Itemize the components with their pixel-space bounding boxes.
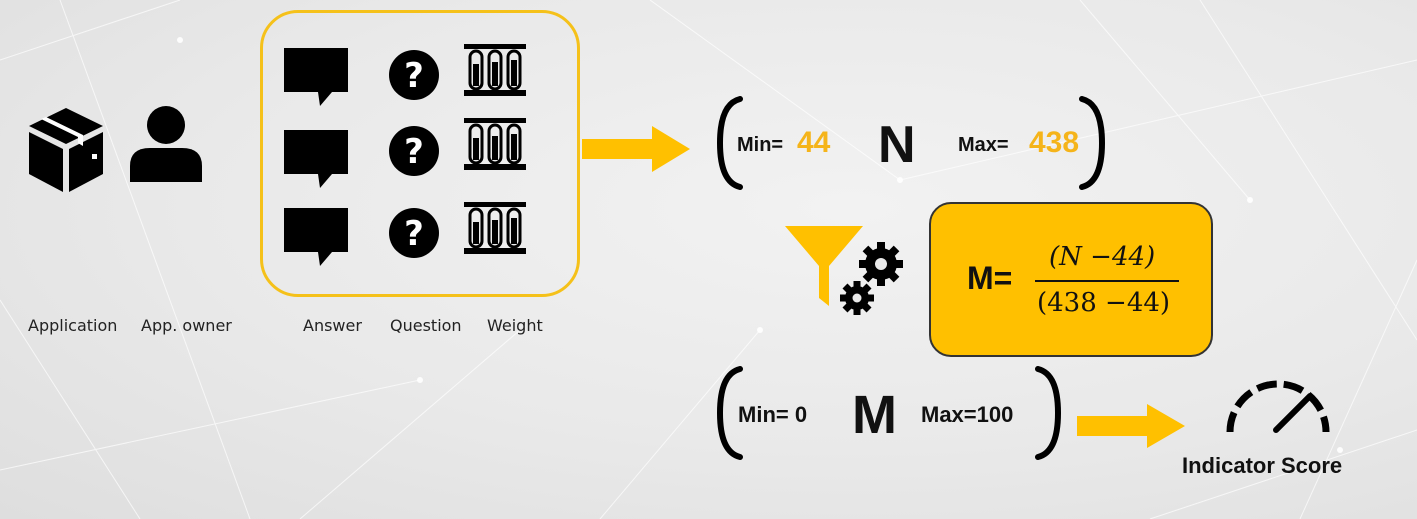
test-tubes-icon [464, 118, 526, 170]
application-label: Application [28, 316, 118, 335]
scaled-variable-m: M [852, 385, 897, 445]
formula-lhs: M= [967, 260, 1013, 296]
raw-max-label: Max= [958, 134, 1009, 156]
svg-text:?: ? [404, 214, 424, 254]
test-tubes-icon [464, 202, 526, 254]
scaled-max-label: Max=100 [921, 402, 1014, 427]
user-icon [130, 106, 202, 182]
question-label: Question [390, 316, 462, 335]
question-circle-icon: ? [389, 50, 439, 100]
test-tubes-icon [464, 44, 526, 96]
speedometer-icon [1226, 380, 1330, 433]
scaled-min-label: Min= 0 [738, 402, 808, 427]
speech-bubble-icon [284, 208, 348, 266]
arrow-right-icon [582, 126, 690, 172]
indicator-score-label: Indicator Score [1182, 453, 1343, 478]
raw-min-label: Min= [737, 134, 784, 156]
questionnaire-box [260, 10, 580, 297]
fraction-bar [1035, 280, 1179, 282]
right-bracket [1035, 366, 1062, 460]
formula-numerator: (N −44) [1049, 242, 1156, 272]
answer-label: Answer [303, 316, 362, 335]
formula-denominator: (438 −44) [1037, 288, 1171, 318]
weight-label: Weight [487, 316, 543, 335]
left-bracket [716, 96, 743, 190]
filter-gears-icon [785, 226, 903, 315]
right-bracket [1079, 96, 1106, 190]
raw-variable-n: N [878, 116, 916, 174]
raw-min-value: 44 [797, 126, 831, 159]
raw-max-value: 438 [1029, 126, 1080, 159]
left-bracket [716, 366, 743, 460]
speech-bubble-icon [284, 130, 348, 188]
svg-text:?: ? [404, 56, 424, 96]
question-circle-icon: ? [389, 208, 439, 258]
package-box-icon [29, 108, 103, 192]
formula-box: M= (N −44) (438 −44) [929, 202, 1213, 357]
question-circle-icon: ? [389, 126, 439, 176]
arrow-right-icon [1077, 404, 1185, 448]
app-owner-label: App. owner [141, 316, 232, 335]
svg-text:?: ? [404, 132, 424, 172]
speech-bubble-icon [284, 48, 348, 106]
